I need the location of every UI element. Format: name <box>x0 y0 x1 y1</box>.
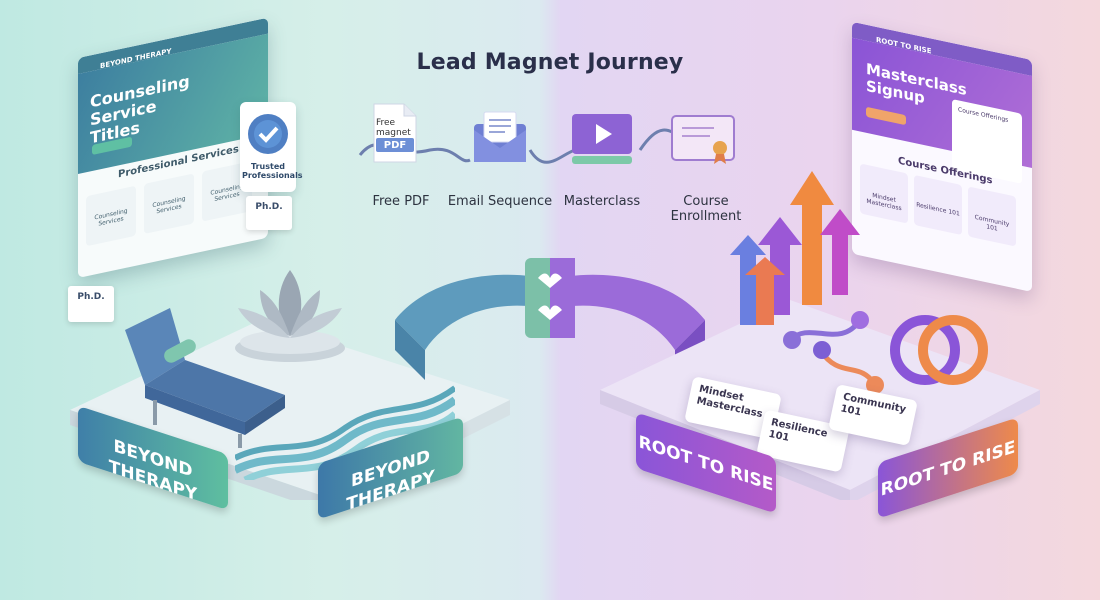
network-nodes-icon <box>783 311 884 394</box>
growth-arrows-icon <box>730 171 860 325</box>
step-label-free-pdf: Free PDF <box>372 194 430 209</box>
phd-label-small: Ph.D. <box>77 292 105 302</box>
connector-2 <box>528 148 576 164</box>
hero-title: Counseling Service Titles <box>90 71 190 148</box>
step-free-pdf[interactable]: Free magnet PDF <box>370 102 420 166</box>
pdf-icon-text: Free magnet <box>376 118 411 138</box>
lounge-chair-icon <box>125 308 285 448</box>
offering-card[interactable]: Resilience 101 <box>914 174 962 236</box>
offering-card[interactable]: Community 101 <box>968 186 1016 247</box>
service-card[interactable]: Counseling Services <box>144 173 194 234</box>
page-title: Lead Magnet Journey <box>416 50 684 75</box>
check-shield-icon <box>248 114 288 154</box>
step-course-enrollment[interactable] <box>670 112 736 166</box>
envelope-icon <box>474 111 526 162</box>
bridge <box>395 258 705 380</box>
lotus-icon <box>235 270 345 362</box>
pdf-doc-icon <box>373 103 417 163</box>
hero-cta-button[interactable] <box>866 106 906 126</box>
step-label-masterclass: Masterclass <box>563 194 641 209</box>
phd-certificate-small: Ph.D. <box>68 286 114 322</box>
pdf-tag: PDF <box>383 140 407 151</box>
trusted-badge: Trusted Professionals <box>240 102 303 192</box>
service-card[interactable]: Counseling Services <box>86 185 136 247</box>
step-label-course-enrollment: Course Enrollment <box>670 194 742 224</box>
step-masterclass[interactable] <box>570 112 634 166</box>
step-label-email-sequence: Email Sequence <box>447 194 553 209</box>
phd-label: Ph.D. <box>255 202 283 212</box>
phd-certificate: Ph.D. <box>246 196 292 230</box>
video-play-icon <box>572 114 632 164</box>
rings-icon <box>890 315 988 385</box>
certificate-icon <box>671 115 735 164</box>
step-email-sequence[interactable] <box>470 110 530 166</box>
trusted-badge-text: Trusted Professionals <box>242 162 303 180</box>
service-cards: Counseling Services Counseling Services … <box>86 160 256 256</box>
root-to-rise-website: ROOT TO RISE Masterclass Signup Course O… <box>852 21 1032 293</box>
